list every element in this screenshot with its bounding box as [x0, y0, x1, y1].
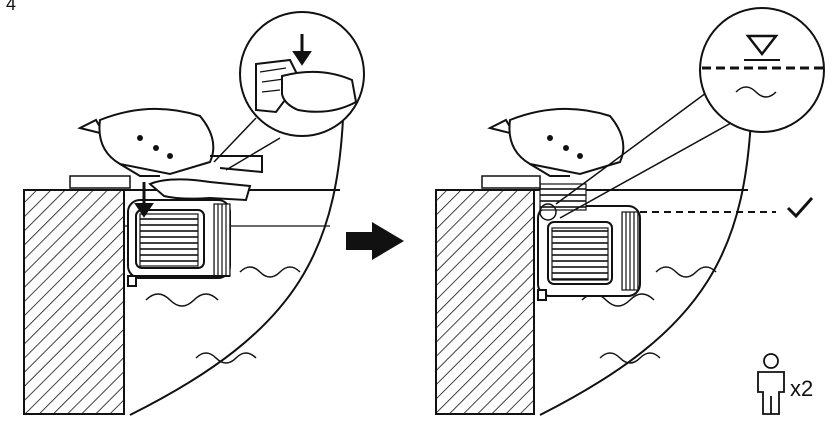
zoom-circle-water-level: [699, 7, 825, 133]
pool-wall-left: [23, 189, 125, 415]
heat-pump-left: [127, 199, 231, 287]
arrow-down-icon: [134, 182, 154, 218]
wave: [655, 266, 717, 278]
pump-top-left: [69, 107, 215, 189]
pump-top-right: [481, 107, 625, 189]
water-level-icon: [745, 34, 779, 57]
pool-wall-right: [435, 189, 535, 415]
pool-curve-right: [539, 94, 753, 416]
wave: [239, 266, 301, 278]
hand-left: [148, 155, 263, 202]
zoom-circle-hand: [213, 11, 365, 171]
person-icon: [757, 353, 785, 415]
checkmark-icon: [786, 197, 814, 219]
persons-count-label: x2: [790, 376, 814, 401]
arrow-right-icon: [346, 222, 404, 260]
wave: [145, 293, 219, 307]
wave: [195, 352, 257, 364]
left-scene: [23, 11, 365, 416]
wave: [599, 352, 661, 364]
step-number: 4: [6, 0, 17, 14]
right-scene: [435, 7, 825, 416]
pool-curve-left: [129, 94, 345, 416]
heat-pump-right: [537, 183, 641, 301]
